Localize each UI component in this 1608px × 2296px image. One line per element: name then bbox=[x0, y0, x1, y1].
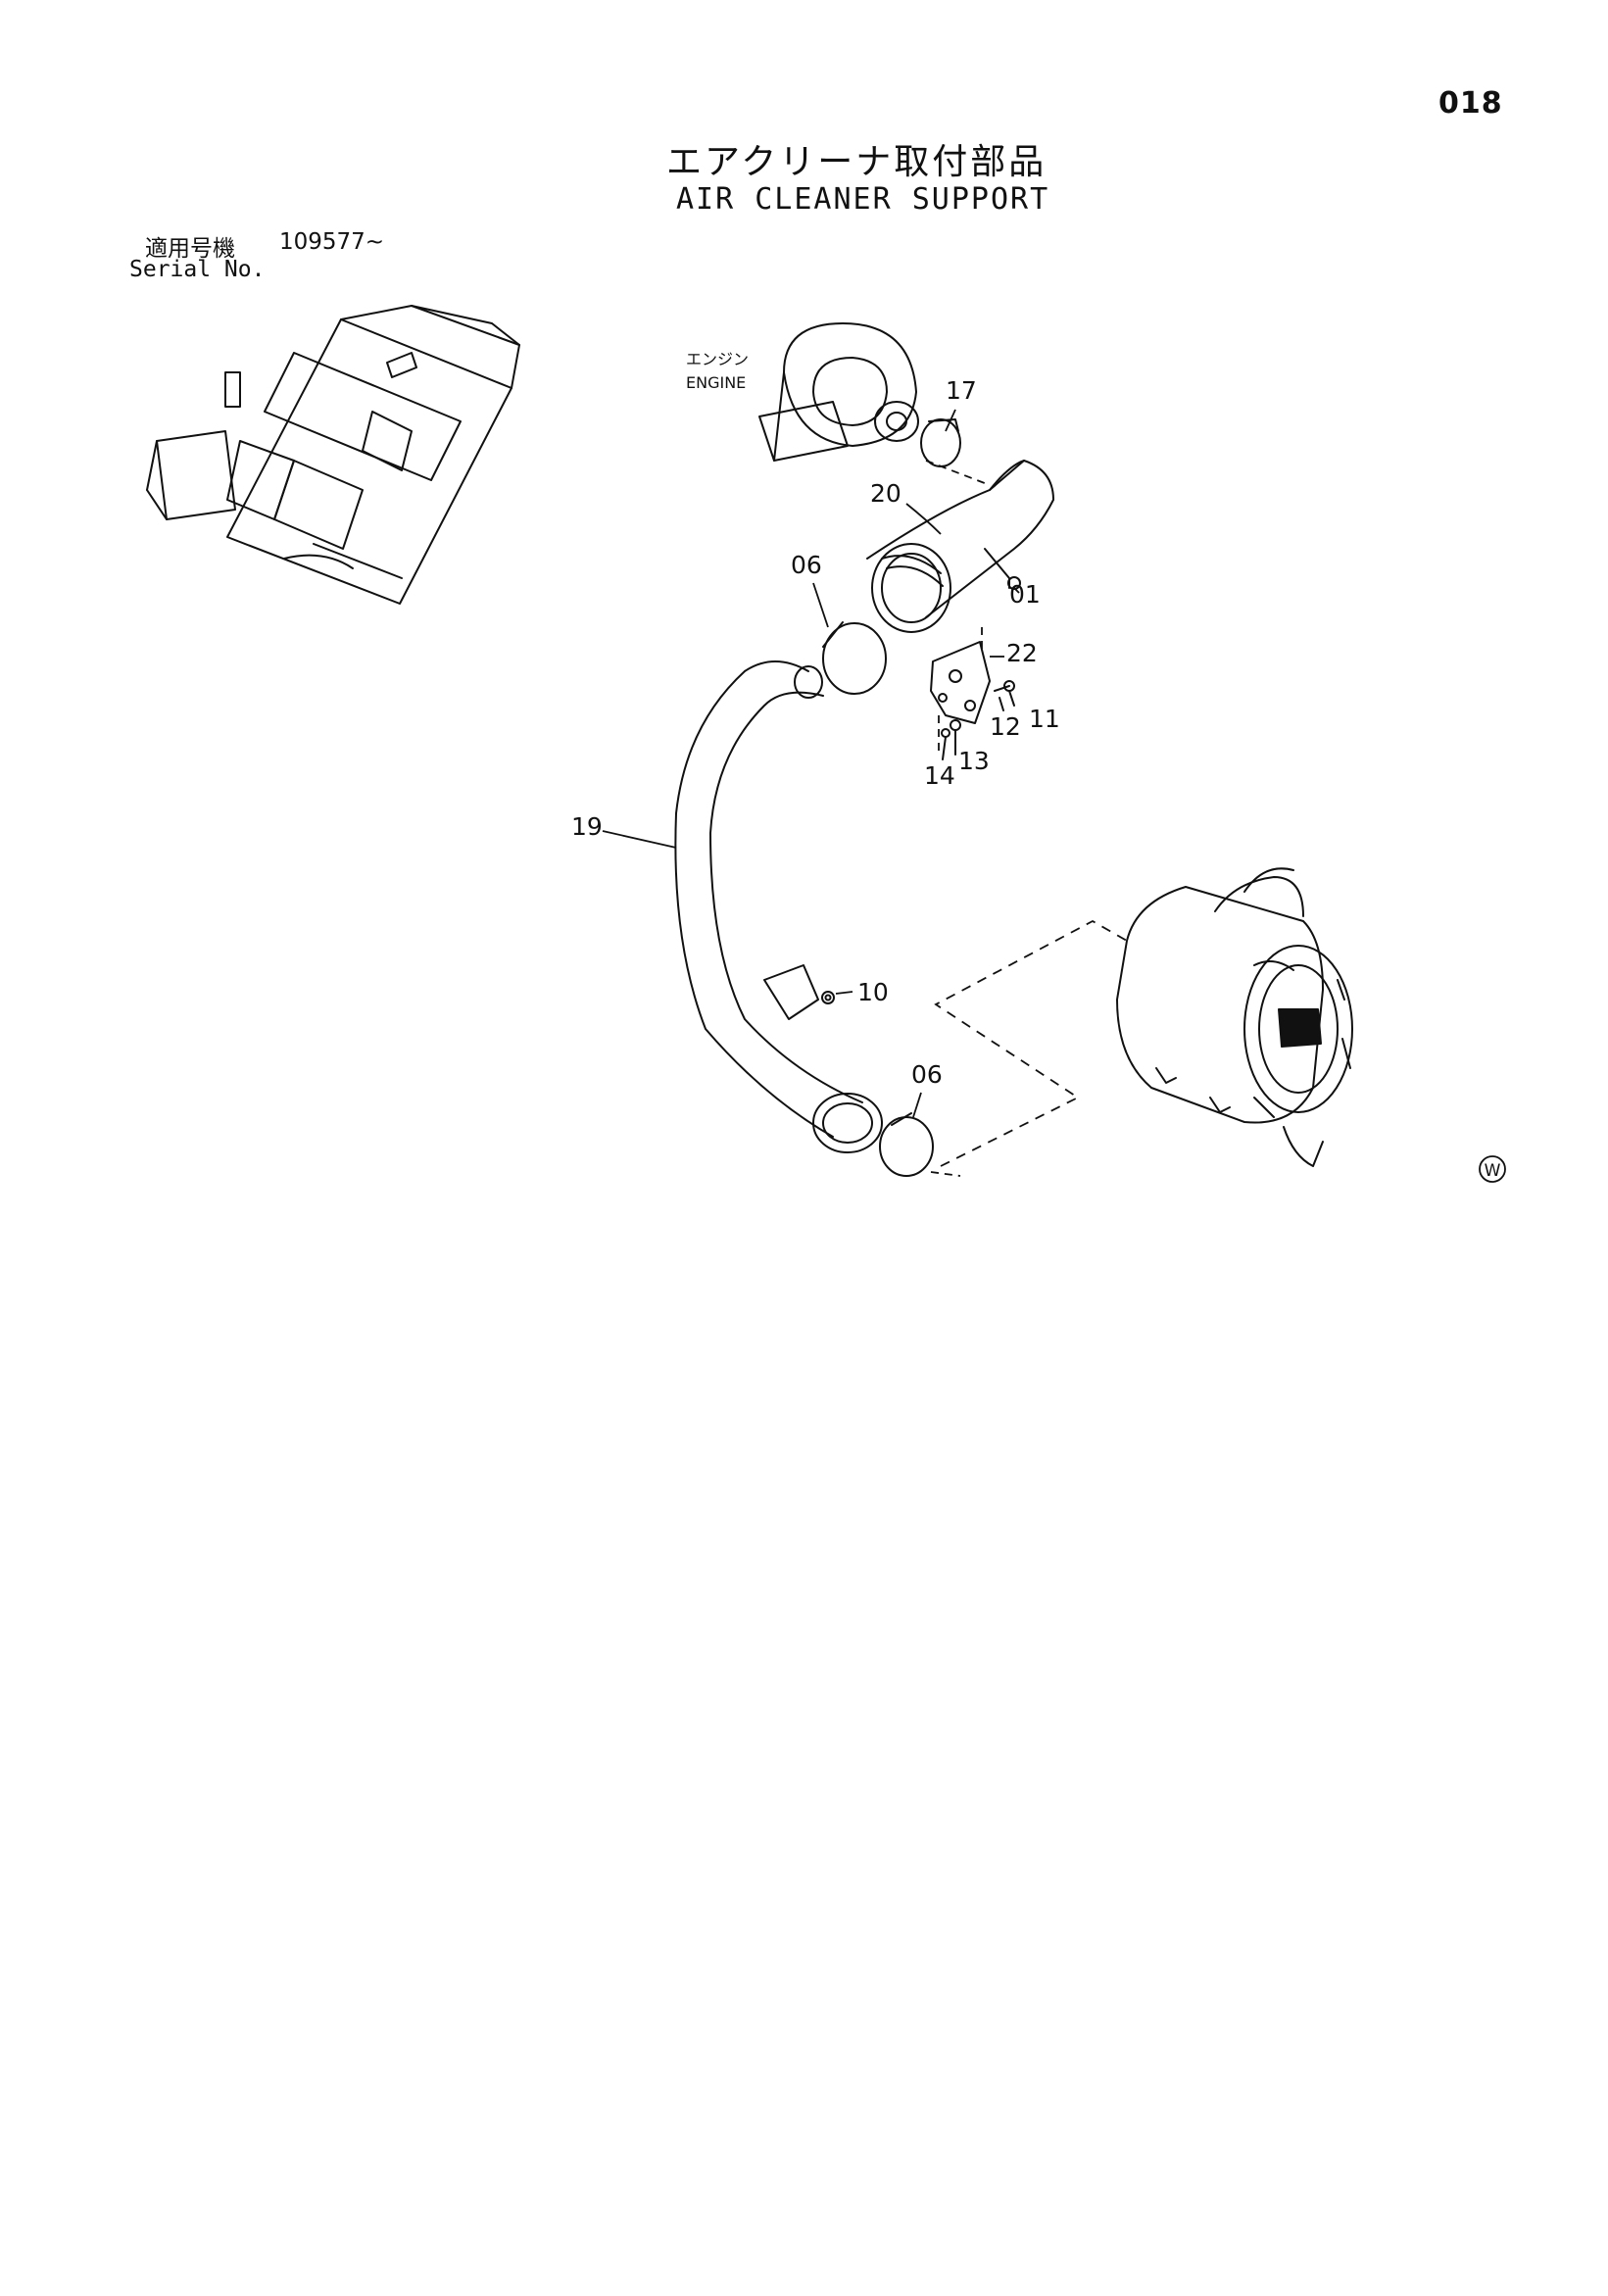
engine-label-jp: エンジン bbox=[686, 350, 749, 368]
callout-11: 11 bbox=[1029, 705, 1060, 733]
excavator-illustration bbox=[146, 305, 520, 605]
callout-13: 13 bbox=[958, 747, 990, 775]
callout-06-lower: 06 bbox=[911, 1060, 943, 1089]
leader-06-lower bbox=[912, 1092, 922, 1118]
leader-06-upper bbox=[812, 582, 829, 628]
leader-17 bbox=[945, 409, 956, 432]
circled-w-mark: W bbox=[1479, 1155, 1506, 1183]
bracket-22 bbox=[930, 641, 991, 724]
callout-20: 20 bbox=[870, 479, 901, 508]
leader-10 bbox=[835, 991, 853, 995]
callout-06-upper: 06 bbox=[791, 551, 822, 579]
hose-clamp-06-upper bbox=[822, 621, 887, 695]
serial-label-en: Serial No. bbox=[129, 257, 266, 282]
leader-01 bbox=[1013, 587, 1020, 594]
callout-01: 01 bbox=[1009, 580, 1041, 609]
clamp-17 bbox=[920, 418, 961, 467]
elbow-hose-20 bbox=[866, 460, 1054, 633]
page-title-en: AIR CLEANER SUPPORT bbox=[676, 182, 1050, 217]
callout-12: 12 bbox=[990, 712, 1021, 741]
leader-19 bbox=[602, 830, 677, 849]
mark-letter: W bbox=[1485, 1161, 1501, 1181]
engine-label-en: ENGINE bbox=[686, 373, 746, 392]
engine-turbo bbox=[758, 322, 919, 462]
serial-label-jp: 適用号機 bbox=[145, 236, 235, 262]
callout-10: 10 bbox=[857, 978, 889, 1006]
leader-20 bbox=[905, 503, 942, 535]
callout-17: 17 bbox=[946, 376, 977, 405]
page-title-jp: エアクリーナ取付部品 bbox=[666, 142, 1048, 182]
page-number: 018 bbox=[1438, 86, 1503, 121]
assembly-line-cleaner-upper bbox=[934, 919, 1128, 1167]
callout-22: 22 bbox=[1006, 639, 1038, 667]
serial-value: 109577~ bbox=[279, 229, 385, 255]
air-cleaner bbox=[1116, 867, 1353, 1167]
assembly-line-top bbox=[925, 460, 991, 486]
curved-hose-19 bbox=[674, 660, 883, 1153]
callout-14: 14 bbox=[924, 761, 955, 790]
assembly-line-cleaner-lower bbox=[930, 1171, 961, 1177]
hose-clamp-06-lower bbox=[879, 1112, 934, 1177]
bolts-group bbox=[941, 576, 1021, 760]
bracket-10 bbox=[763, 964, 835, 1020]
callout-19: 19 bbox=[571, 812, 603, 841]
